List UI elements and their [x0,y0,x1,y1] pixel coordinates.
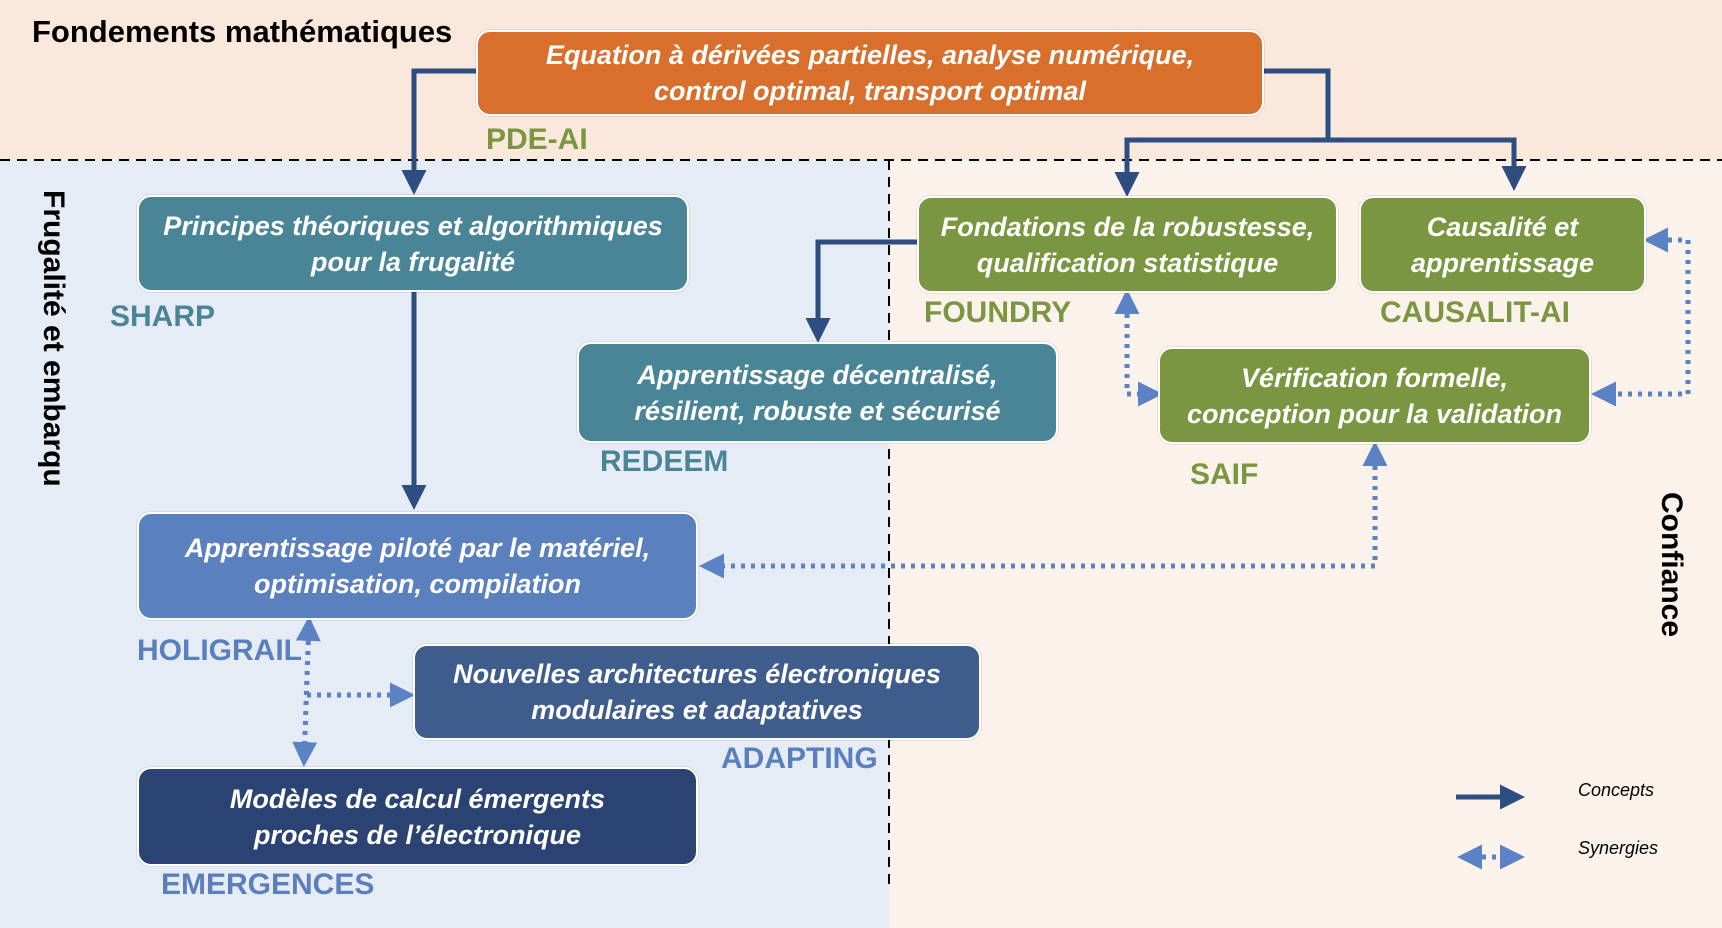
box-saif-text: Vérification formelle, conception pour l… [1186,362,1563,429]
box-redeem-text: Apprentissage décentralisé, résilient, r… [634,359,1001,426]
box-holigrail: Apprentissage piloté par le matériel, op… [137,512,698,620]
box-causalit-ai: Causalité et apprentissage [1359,196,1646,293]
box-adapting-text: Nouvelles architectures électroniques mo… [453,659,941,725]
tag-emergences: EMERGENCES [161,868,375,901]
box-foundry: Fondations de la robustesse, qualificati… [917,196,1338,293]
tag-holigrail: HOLIGRAIL [137,634,302,667]
synergy-saif-holigrail [699,441,1388,579]
tag-causalit-ai: CAUSALIT-AI [1380,296,1570,329]
arrow-to-foundry [1114,137,1328,197]
legend-concepts-label: Concepts [1578,780,1655,800]
box-adapting: Nouvelles architectures électroniques mo… [413,644,981,740]
tag-sharp: SHARP [110,300,216,333]
synergy-causalit-saif [1591,227,1691,407]
box-redeem: Apprentissage décentralisé, résilient, r… [577,342,1058,443]
box-causalit-ai-text: Causalité et apprentissage [1410,211,1595,278]
box-emergences: Modèles de calcul émergents proches de l… [137,767,698,866]
box-pde-ai: Equation à dérivées partielles, analyse … [476,30,1264,116]
tag-pde-ai: PDE-AI [486,123,588,156]
tag-foundry: FOUNDRY [924,296,1072,329]
tag-redeem: REDEEM [600,445,729,478]
box-emergences-text: Modèles de calcul émergents proches de l… [229,783,606,850]
box-sharp: Principes théoriques et algorithmiques p… [137,195,689,292]
synergy-holigrail-emergences [292,616,321,767]
tag-saif: SAIF [1190,458,1259,491]
synergy-foundry-saif [1114,289,1163,407]
arrow-foundry-to-redeem [805,239,918,343]
box-saif: Vérification formelle, conception pour l… [1158,347,1591,444]
box-foundry-text: Fondations de la robustesse, qualificati… [940,211,1315,278]
section-title-top: Fondements mathématiques [32,14,453,49]
arrow-pde-to-split [1262,68,1331,140]
box-holigrail-text: Apprentissage piloté par le matériel, op… [184,533,651,599]
box-pde-ai-text: Equation à dérivées partielles, analyse … [545,40,1195,106]
box-sharp-text: Principes théoriques et algorithmiques p… [163,210,663,277]
legend-synergies-label: Synergies [1578,838,1659,858]
tag-adapting: ADAPTING [721,742,878,775]
arrow-to-causalit [1328,137,1527,191]
arrow-pde-to-sharp [401,68,476,195]
